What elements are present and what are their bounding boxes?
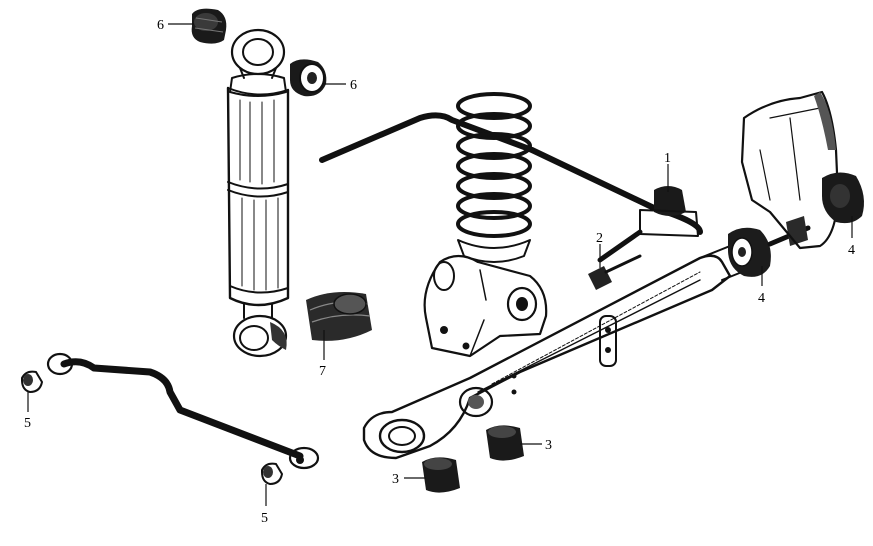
arm-bushing-inner [728, 216, 811, 277]
callout-label: 1 [664, 151, 671, 166]
callout-6-top: 6 [157, 18, 194, 33]
callout-7: 7 [319, 330, 326, 379]
link-bushing-left [21, 370, 43, 393]
callout-label: 3 [545, 438, 552, 453]
callout-3-right: 3 [520, 438, 552, 453]
spring-mount-bracket [423, 254, 548, 358]
callout-1: 1 [664, 151, 671, 192]
link-bushing-right [261, 462, 283, 485]
callout-4-center: 4 [758, 266, 765, 306]
callout-label: 4 [848, 243, 855, 258]
shock-absorber [226, 28, 290, 358]
callout-label: 7 [319, 364, 326, 379]
callout-3-left: 3 [392, 472, 426, 487]
callout-layer: 6 6 7 1 2 4 4 3 [24, 18, 855, 526]
callout-label: 6 [157, 18, 164, 33]
threaded-stud [588, 254, 642, 290]
top-bushing-left [191, 8, 227, 44]
callout-2: 2 [596, 231, 603, 268]
wheel-carrier [740, 90, 840, 250]
callout-label: 5 [261, 511, 268, 526]
coil-spring [456, 92, 532, 263]
callout-4-right: 4 [848, 216, 855, 258]
arm-bushing-lower-b [486, 425, 524, 461]
arm-bushing-lower-a [422, 457, 460, 493]
callout-label: 4 [758, 291, 765, 306]
spring-bushing [306, 292, 372, 341]
callout-6-right: 6 [322, 78, 357, 93]
bar-clamp [639, 186, 699, 237]
callout-label: 5 [24, 416, 31, 431]
callout-5-left: 5 [24, 392, 31, 431]
lower-control-arm [362, 241, 753, 460]
top-bushing-right [290, 59, 327, 97]
link-rod [46, 352, 320, 470]
callout-label: 2 [596, 231, 603, 246]
callout-label: 6 [350, 78, 357, 93]
callout-5-bottom: 5 [261, 484, 268, 526]
callout-label: 3 [392, 472, 399, 487]
carrier-bushing [822, 172, 864, 224]
